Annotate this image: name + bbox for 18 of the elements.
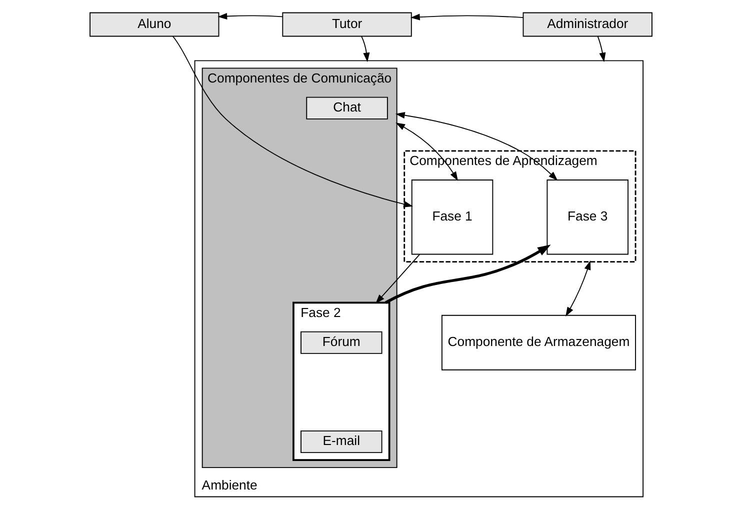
- node-box: Aluno: [90, 12, 220, 36]
- arrow: [566, 260, 591, 316]
- arrow: [396, 122, 458, 180]
- arrow: [375, 254, 420, 304]
- node-box: Chat: [306, 96, 388, 119]
- node-box: Fase 1: [411, 179, 494, 254]
- node-box: Fórum: [300, 330, 382, 354]
- node-box: Fase 3: [546, 179, 628, 254]
- arrow: [172, 35, 414, 207]
- node-box: Componente de Armazenagem: [441, 314, 636, 370]
- node-box: Administrador: [522, 12, 652, 36]
- node-box: Tutor: [282, 12, 412, 36]
- arrow: [384, 244, 551, 304]
- arrow: [410, 13, 524, 20]
- arrow: [361, 36, 370, 62]
- arrow: [597, 36, 606, 62]
- arrow: [218, 12, 284, 20]
- node-box: E-mail: [300, 430, 382, 453]
